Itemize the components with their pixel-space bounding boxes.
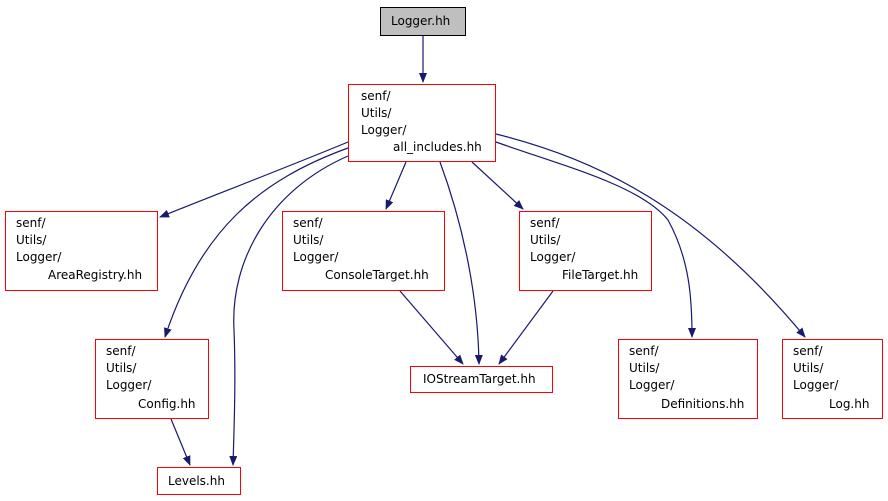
node-label-line: all_includes.hh xyxy=(393,140,482,154)
node-label-line: Logger/ xyxy=(530,250,576,264)
node-label-line: senf/ xyxy=(793,344,823,358)
node-logger[interactable]: Logger.hh xyxy=(380,7,466,36)
node-label-line: senf/ xyxy=(361,89,391,103)
edge-console-target-to-iostream-target xyxy=(399,290,464,365)
node-label-line: Utils/ xyxy=(530,233,561,247)
edge-all-includes-to-definitions xyxy=(495,141,696,338)
edge-config-to-levels xyxy=(170,418,191,466)
node-label-line: Utils/ xyxy=(629,361,660,375)
node-label-line: Utils/ xyxy=(16,233,47,247)
node-label-line: Utils/ xyxy=(361,106,392,120)
node-label-line: Logger.hh xyxy=(391,14,451,28)
node-label-line: Levels.hh xyxy=(168,474,225,488)
node-label-line: senf/ xyxy=(530,216,560,230)
edge-all-includes-to-levels xyxy=(229,155,349,466)
edge-all-includes-to-config xyxy=(163,147,349,338)
node-label-line: Logger/ xyxy=(793,378,839,392)
node-label-line: Logger/ xyxy=(16,250,62,264)
edge-all-includes-to-area-registry xyxy=(159,141,349,218)
node-iostream-target[interactable]: IOStreamTarget.hh xyxy=(410,366,553,393)
node-label-line: Utils/ xyxy=(106,361,137,375)
node-label-line: senf/ xyxy=(106,344,136,358)
node-label-line: Logger/ xyxy=(629,378,675,392)
node-all-includes[interactable]: senf/ Utils/ Logger/ all_includes.hh xyxy=(348,84,496,162)
node-label-line: Utils/ xyxy=(293,233,324,247)
node-label-line: Utils/ xyxy=(793,361,824,375)
node-label-line: Config.hh xyxy=(138,397,196,411)
node-area-registry[interactable]: senf/ Utils/ Logger/ AreaRegistry.hh xyxy=(5,211,158,291)
node-levels[interactable]: Levels.hh xyxy=(157,467,241,495)
edge-all-includes-to-console-target xyxy=(385,161,407,210)
edges xyxy=(159,36,806,466)
node-label-line: Log.hh xyxy=(829,397,870,411)
edge-all-includes-to-log xyxy=(495,133,806,338)
node-label-line: senf/ xyxy=(16,216,46,230)
node-file-target[interactable]: senf/ Utils/ Logger/ FileTarget.hh xyxy=(519,211,652,291)
node-label-line: senf/ xyxy=(293,216,323,230)
node-label-line: senf/ xyxy=(629,344,659,358)
node-label-line: Logger/ xyxy=(361,123,407,137)
edge-all-includes-to-iostream-target xyxy=(439,161,483,365)
node-log[interactable]: senf/ Utils/ Logger/ Log.hh xyxy=(782,339,883,419)
node-label-line: ConsoleTarget.hh xyxy=(325,268,429,282)
node-label-line: FileTarget.hh xyxy=(562,268,639,282)
node-label-line: Definitions.hh xyxy=(661,397,745,411)
edge-file-target-to-iostream-target xyxy=(498,290,554,365)
node-definitions[interactable]: senf/ Utils/ Logger/ Definitions.hh xyxy=(618,339,758,419)
node-label-line: Logger/ xyxy=(106,378,152,392)
node-label-line: IOStreamTarget.hh xyxy=(423,372,536,386)
edge-all-includes-to-file-target xyxy=(471,161,524,210)
node-label-line: Logger/ xyxy=(293,250,339,264)
node-label-line: AreaRegistry.hh xyxy=(48,268,143,282)
node-console-target[interactable]: senf/ Utils/ Logger/ ConsoleTarget.hh xyxy=(282,211,445,291)
node-config[interactable]: senf/ Utils/ Logger/ Config.hh xyxy=(95,339,209,419)
